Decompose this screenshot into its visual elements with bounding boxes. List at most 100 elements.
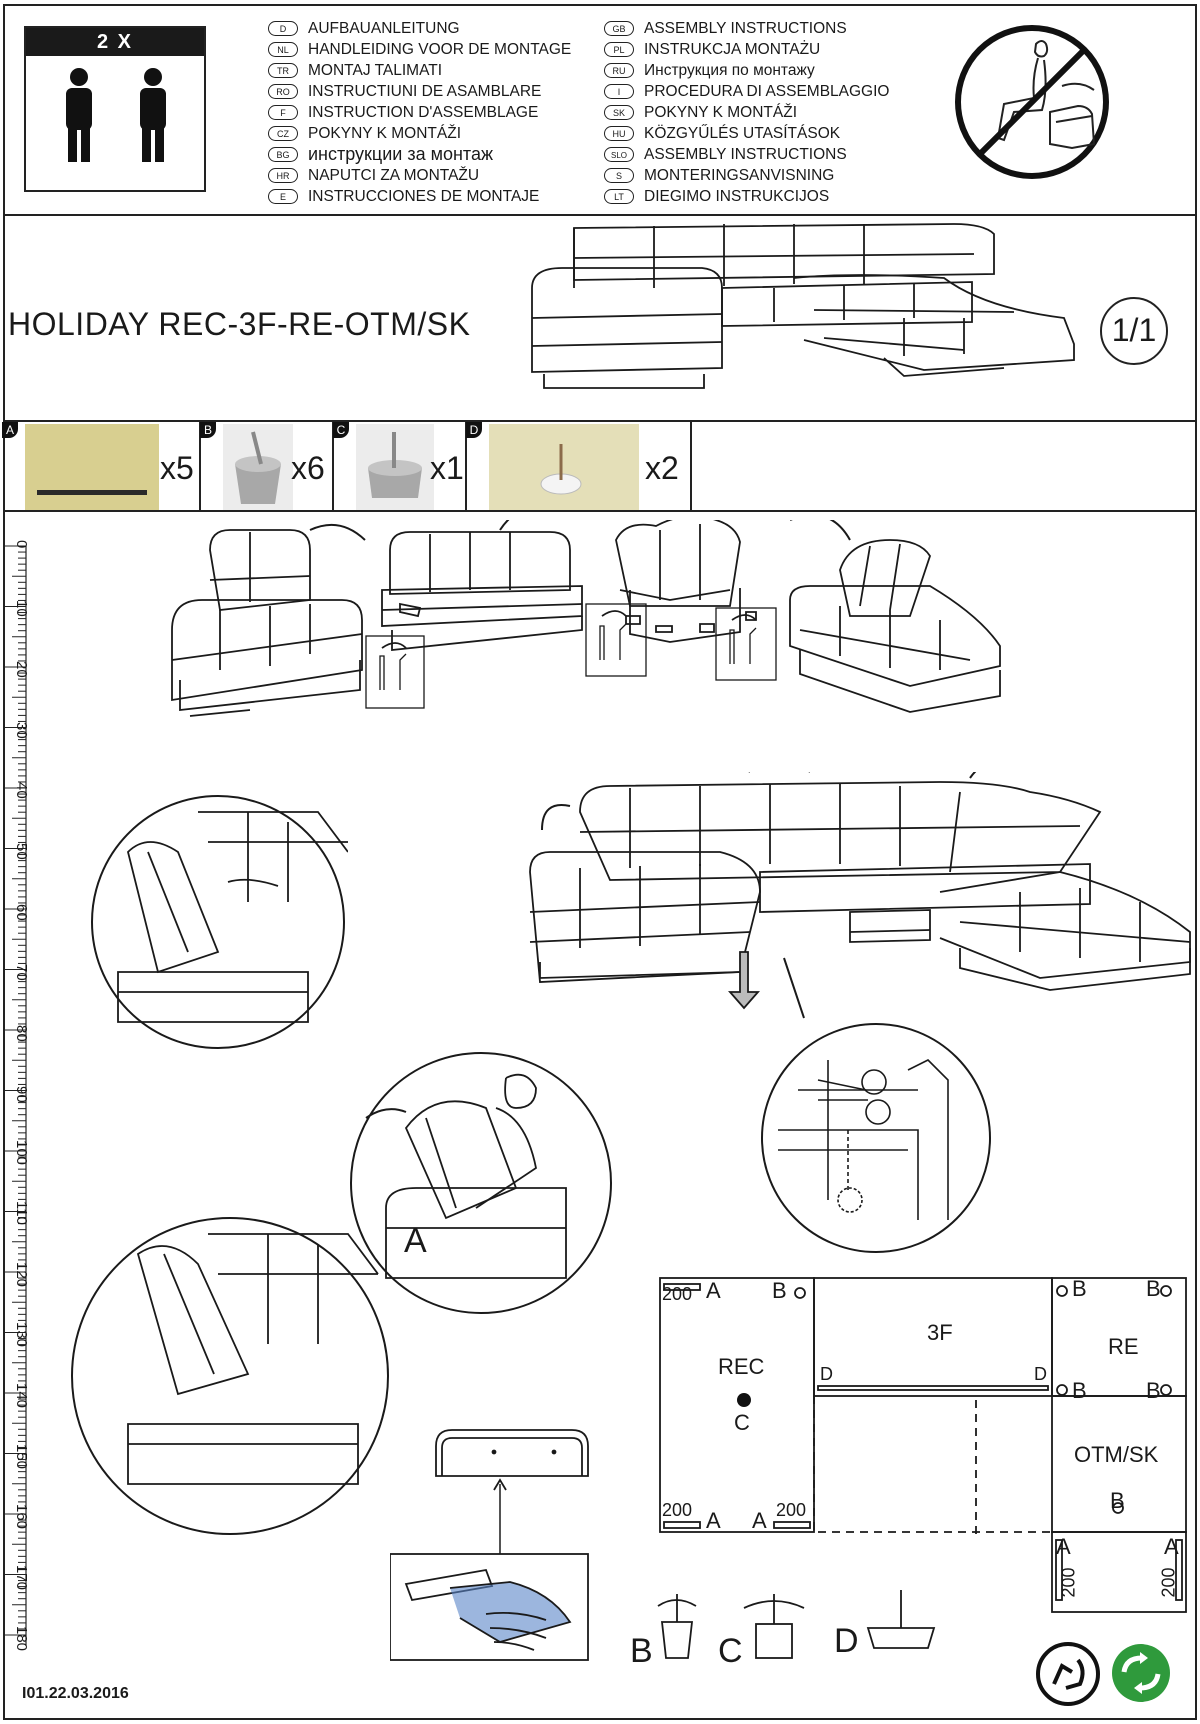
part-qty: x6 [291, 450, 325, 486]
ruler-label: 70 [13, 964, 30, 981]
plan-label-a: A [1164, 1534, 1179, 1559]
two-persons-box: 2 X [24, 26, 206, 192]
ruler-label: 180 [13, 1626, 30, 1652]
floor-plan-diagram [659, 1277, 1187, 1613]
page-number: 1/1 [1100, 297, 1168, 365]
ruler-label: 40 [13, 782, 30, 799]
no-sitting-icon [955, 25, 1109, 179]
modules-step-image [171, 520, 1001, 717]
ruler-label: 130 [13, 1322, 30, 1348]
plan-label-a: A [1056, 1534, 1071, 1559]
plan-label-d: D [820, 1364, 833, 1384]
ruler-label: 150 [13, 1444, 30, 1470]
part-letter: A [2, 422, 18, 438]
plan-label-otm: OTM/SK [1074, 1442, 1159, 1467]
persons-icon [66, 68, 166, 162]
plan-label-a: A [752, 1508, 767, 1533]
assembled-sofa-image [529, 772, 1191, 1019]
detail-circle-backrest [91, 795, 348, 1049]
ruler-label: 110 [13, 1201, 30, 1225]
foot-c-icon [743, 1594, 805, 1659]
plan-label-c: C [734, 1410, 750, 1435]
part-c-image [356, 424, 434, 510]
glide-detail-image [390, 1429, 589, 1661]
plan-label-a: A [706, 1508, 721, 1533]
legend-d: D [834, 1622, 859, 1660]
plan-label-3f: 3F [927, 1320, 953, 1345]
part-b-image [223, 424, 293, 510]
plan-label-re: RE [1108, 1334, 1139, 1359]
plan-label-b: B [1072, 1276, 1087, 1301]
divider [3, 214, 1197, 216]
part-qty: x1 [430, 450, 464, 486]
ruler-label: 140 [13, 1383, 30, 1409]
ruler-label: 20 [13, 661, 30, 678]
document-code: I01.22.03.2016 [22, 1685, 129, 1702]
ruler-label: 80 [13, 1025, 30, 1042]
part-a: A x5 [2, 422, 201, 510]
part-a-image [25, 424, 159, 510]
ruler-label: 50 [13, 843, 30, 860]
ruler-label: 120 [13, 1262, 30, 1288]
ruler-label: 170 [13, 1565, 30, 1591]
plan-label-b: B [772, 1278, 787, 1303]
recycle-bin-icon [1036, 1642, 1100, 1706]
divider [3, 420, 1197, 422]
part-letter: D [466, 422, 482, 438]
ruler-label: 60 [13, 904, 30, 921]
plan-dimension: 200 [1058, 1567, 1079, 1598]
detail-circle-seat [71, 1217, 389, 1535]
plan-label-b: B [1072, 1378, 1087, 1403]
ruler-ticks [4, 545, 27, 1646]
plan-dimension: 200 [1158, 1567, 1179, 1598]
plan-dimension: 200 [662, 1500, 693, 1520]
part-letter: B [200, 422, 216, 438]
ruler-label: 160 [13, 1504, 30, 1530]
part-b: B x6 [200, 422, 334, 510]
ruler-label: 30 [13, 722, 30, 739]
part-d: D x2 [466, 422, 692, 510]
foot-b-icon [657, 1594, 697, 1659]
ruler-label: 10 [13, 600, 30, 617]
part-d-image [489, 424, 639, 510]
green-dot-icon [1112, 1644, 1170, 1702]
part-qty: x2 [645, 450, 679, 486]
plan-label-b: B [1146, 1276, 1161, 1301]
plan-label-rec: REC [718, 1354, 765, 1379]
plan-label-d: D [1034, 1364, 1047, 1384]
part-qty: x5 [160, 450, 194, 486]
product-title: HOLIDAY REC-3F-RE-OTM/SK [8, 306, 471, 342]
part-letter: C [333, 422, 349, 438]
ruler-label: 100 [13, 1140, 30, 1166]
divider [3, 510, 1197, 512]
glide-d-icon [866, 1590, 936, 1649]
plan-label-b: B [1146, 1378, 1161, 1403]
persons-count: 2 X [26, 28, 204, 56]
ruler-label: 90 [13, 1086, 30, 1103]
plan-dimension: 200 [662, 1284, 693, 1304]
legend-c: C [718, 1632, 743, 1670]
legend-b: B [630, 1632, 653, 1670]
part-c: C x1 [333, 422, 467, 510]
sofa-overview-image [531, 223, 1075, 389]
glide-label-a: A [404, 1222, 427, 1260]
plan-dimension: 200 [776, 1500, 807, 1520]
detail-circle-person [350, 1052, 612, 1314]
